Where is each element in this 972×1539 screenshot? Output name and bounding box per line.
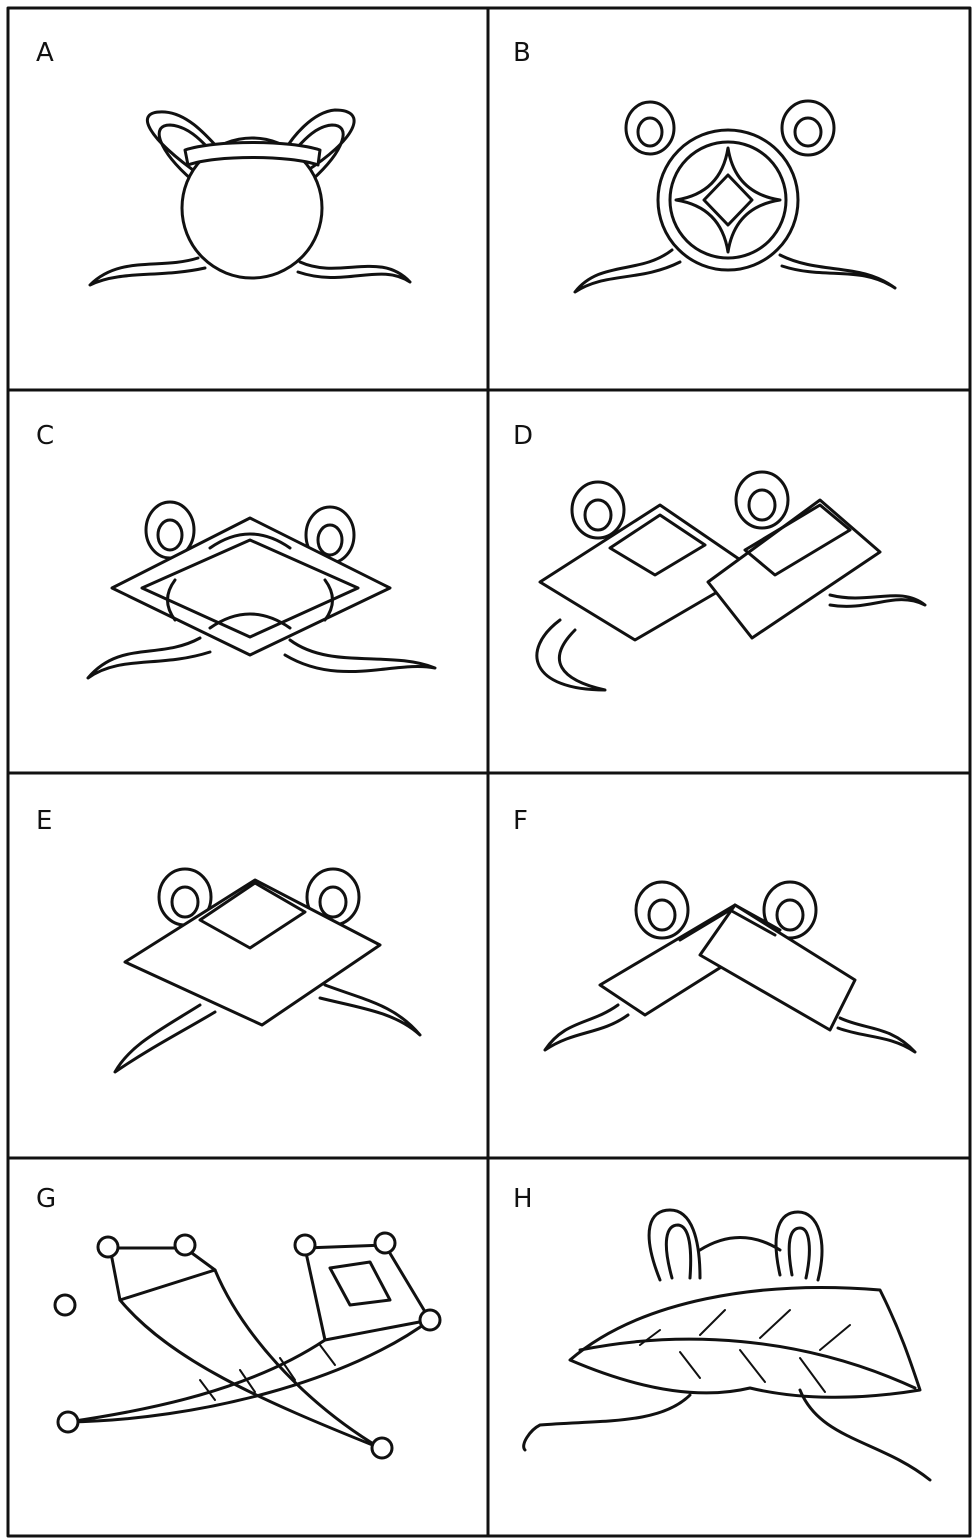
motif-b-holed-coin [575, 101, 895, 292]
motif-f-folded-rectangles [545, 882, 915, 1052]
panel-label-a: A [36, 40, 54, 66]
motif-h-leaf [524, 1210, 930, 1480]
motif-c-lozenge-coin [88, 502, 435, 678]
motif-a-round-coin [90, 110, 410, 285]
panel-label-g: G [36, 1186, 56, 1212]
panel-label-e: E [36, 808, 52, 834]
panel-label-b: B [513, 40, 531, 66]
panel-label-f: F [513, 808, 528, 834]
panel-label-d: D [513, 423, 533, 449]
panel-label-c: C [36, 423, 54, 449]
panel-label-h: H [513, 1186, 533, 1212]
motif-g-crossed-horns [55, 1233, 440, 1458]
motif-e-lozenge [115, 869, 420, 1072]
motif-d-double-lozenge [537, 472, 925, 690]
